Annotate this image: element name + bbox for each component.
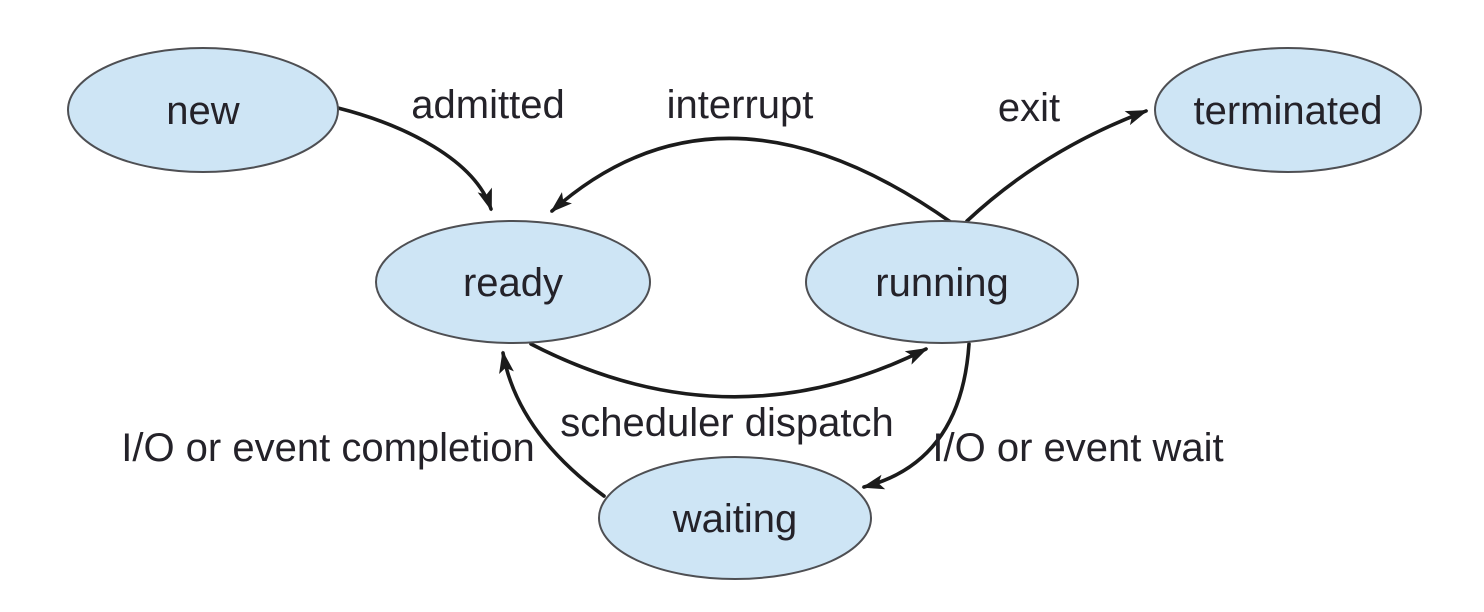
state-waiting: waiting: [598, 456, 872, 580]
state-waiting-ellipse: [598, 456, 872, 580]
label-io-event-wait: I/O or event wait: [932, 426, 1223, 470]
label-io-event-completion: I/O or event completion: [121, 426, 535, 470]
transition-labels: admitted interrupt exit scheduler dispat…: [121, 83, 1223, 470]
state-nodes: new ready running waiting terminated: [67, 47, 1422, 580]
state-terminated-ellipse: [1154, 47, 1422, 173]
state-new-ellipse: [67, 47, 339, 173]
state-terminated-label: terminated: [1194, 89, 1383, 133]
edge-exit: [965, 109, 1149, 223]
state-ready-ellipse: [375, 220, 651, 344]
label-scheduler-dispatch: scheduler dispatch: [560, 401, 894, 445]
state-new: new: [67, 47, 339, 173]
label-interrupt: interrupt: [667, 83, 814, 127]
state-new-label: new: [166, 89, 239, 133]
state-terminated: terminated: [1154, 47, 1422, 173]
state-ready: ready: [375, 220, 651, 344]
edge-admitted: [336, 106, 493, 212]
state-running-ellipse: [805, 220, 1079, 344]
state-running: running: [805, 220, 1079, 344]
transition-edges: [336, 106, 1149, 498]
state-ready-label: ready: [463, 261, 563, 305]
label-admitted: admitted: [411, 83, 564, 127]
edge-scheduler-dispatch: [529, 342, 929, 399]
state-waiting-label: waiting: [672, 497, 798, 541]
state-running-label: running: [875, 261, 1008, 305]
edge-interrupt: [550, 136, 954, 225]
edge-io-event-wait: [861, 342, 971, 490]
edge-io-event-completion: [499, 350, 606, 498]
label-exit: exit: [998, 86, 1060, 130]
